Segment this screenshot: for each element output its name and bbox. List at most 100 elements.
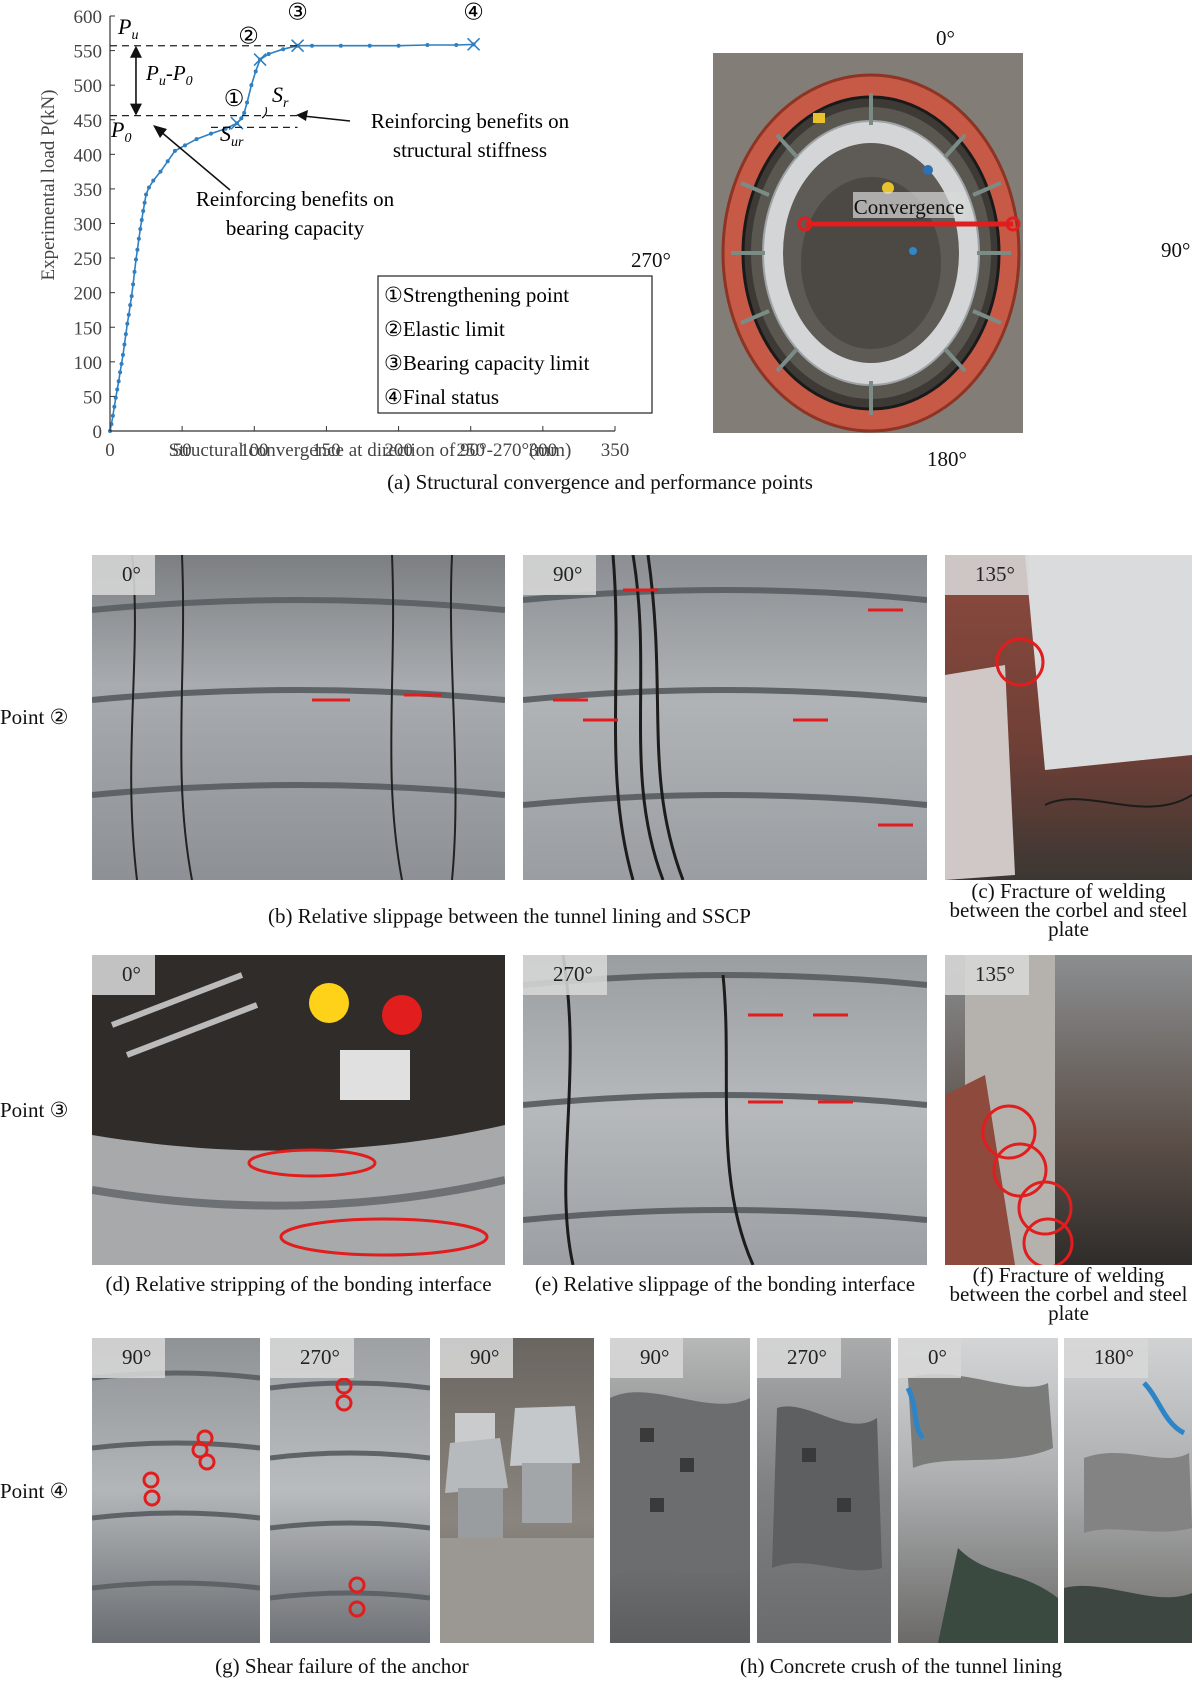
capacity-pointer: [159, 130, 231, 191]
angle-badge-h4: 180°: [1064, 1338, 1148, 1378]
plot-layer: [108, 37, 481, 433]
photo-g-anchor-90deg: 90°: [440, 1338, 594, 1643]
data-point: [129, 294, 134, 299]
y-tick-label: 150: [74, 318, 103, 339]
caption-a: (a) Structural convergence and performan…: [387, 470, 813, 494]
data-point: [309, 43, 314, 48]
y-tick-label: 50: [83, 387, 102, 408]
legend-item-final-status: ④Final status: [384, 385, 499, 409]
lining-stripes: [270, 1377, 430, 1618]
caption-b: (b) Relative slippage between the tunnel…: [268, 904, 751, 928]
data-point: [454, 43, 459, 48]
caption-e: (e) Relative slippage of the bonding int…: [534, 1272, 916, 1296]
caption-f: (f) Fracture of welding between the corb…: [949, 1263, 1188, 1325]
y-tick-label: 500: [74, 76, 103, 97]
pu-label: Pu: [117, 14, 138, 43]
angle-badge-f: 135°: [945, 955, 1029, 995]
photo-g-270deg: 270°: [270, 1338, 430, 1643]
data-point: [367, 43, 372, 48]
p0-label: P0: [110, 117, 131, 146]
data-point: [110, 413, 115, 418]
data-point: [118, 370, 123, 375]
data-point: [123, 332, 128, 337]
data-point: [151, 178, 156, 183]
corbel-plate: [945, 555, 1192, 880]
photo-c-135deg: 135°: [945, 555, 1192, 880]
x-tick-label: 100: [240, 440, 269, 461]
data-point: [128, 303, 133, 308]
data-point: [120, 352, 125, 357]
arrow-head-down: [129, 103, 142, 116]
load-curve: [109, 43, 474, 432]
y-tick-label: 250: [74, 249, 103, 270]
angle-label-left: 270°: [631, 248, 671, 272]
data-point: [132, 269, 137, 274]
crushed-concrete: [610, 1392, 750, 1578]
lining-stripes: [92, 1370, 260, 1591]
row-label-point-4: Point ④: [0, 1479, 69, 1503]
data-point: [281, 47, 286, 52]
stiffness-pointer: [302, 115, 351, 122]
pu-minus-p0-label: Pu-P0: [145, 61, 193, 89]
photo-b-0deg: 0°: [92, 555, 505, 880]
x-tick-label: 0: [105, 440, 115, 461]
data-point: [338, 43, 343, 48]
y-tick-label: 400: [74, 145, 103, 166]
angle-badge-c: 135°: [945, 555, 1029, 595]
photo-d-0deg: 0°: [92, 955, 505, 1265]
angle-badge-h1: 90°: [610, 1338, 684, 1378]
capacity-arrowhead: [153, 125, 167, 138]
data-point: [136, 236, 141, 241]
data-point: [165, 159, 170, 164]
x-tick-label: 50: [173, 440, 192, 461]
tunnel-top-view-photo: Convergence: [713, 53, 1023, 433]
data-point: [172, 148, 177, 153]
caption-c: (c) Fracture of welding between the corb…: [949, 879, 1188, 941]
data-point: [139, 218, 144, 223]
marker-label-1: ①: [224, 86, 245, 111]
data-point: [242, 110, 247, 115]
performance-point-marker: [291, 39, 305, 53]
x-tick-label: 200: [384, 440, 413, 461]
data-point: [425, 43, 430, 48]
data-point: [396, 43, 401, 48]
capacity-annotation-1: Reinforcing benefits on: [196, 187, 395, 211]
angle-label-bottom: 180°: [927, 447, 967, 471]
stiffness-annotation-2: structural stiffness: [393, 138, 547, 162]
angle-badge-h3: 0°: [898, 1338, 961, 1378]
marker-label-2: ②: [238, 24, 259, 49]
data-point: [253, 69, 258, 74]
legend-item-bearing-capacity: ③Bearing capacity limit: [384, 351, 590, 375]
caption-h: (h) Concrete crush of the tunnel lining: [740, 1654, 1062, 1678]
data-point: [131, 282, 136, 287]
crushed-concrete: [772, 1406, 882, 1571]
data-point: [141, 209, 146, 214]
angle-badge-b2: 90°: [523, 555, 597, 595]
angle-badge-b1: 0°: [92, 555, 155, 595]
data-point: [208, 131, 213, 136]
data-point: [158, 169, 163, 174]
data-point: [112, 404, 117, 409]
y-tick-label: 100: [74, 353, 103, 374]
data-point: [122, 342, 127, 347]
row-label-point-2: Point ②: [0, 705, 69, 729]
data-point: [133, 257, 138, 262]
data-point: [144, 192, 149, 197]
photo-h-180deg: 180°: [1064, 1338, 1192, 1643]
angle-badge-g1: 90°: [92, 1338, 166, 1378]
y-tick-label: 200: [74, 284, 103, 305]
x-tick-label: 300: [529, 440, 558, 461]
top-view-panel: 0° 90° 180° 270° Convergence: [631, 20, 1200, 490]
angle-label-top: 0°: [936, 26, 955, 50]
photo-b-90deg: 90°: [523, 555, 927, 880]
y-tick-label: 450: [74, 111, 103, 132]
row-label-point-3: Point ③: [0, 1098, 69, 1122]
data-point: [266, 52, 271, 57]
marker-label-3: ③: [287, 0, 308, 24]
chart-legend: ①Strengthening point ②Elastic limit ③Bea…: [377, 275, 653, 414]
caption-d: (d) Relative stripping of the bonding in…: [105, 1272, 492, 1296]
legend-item-elastic-limit: ②Elastic limit: [384, 317, 505, 341]
